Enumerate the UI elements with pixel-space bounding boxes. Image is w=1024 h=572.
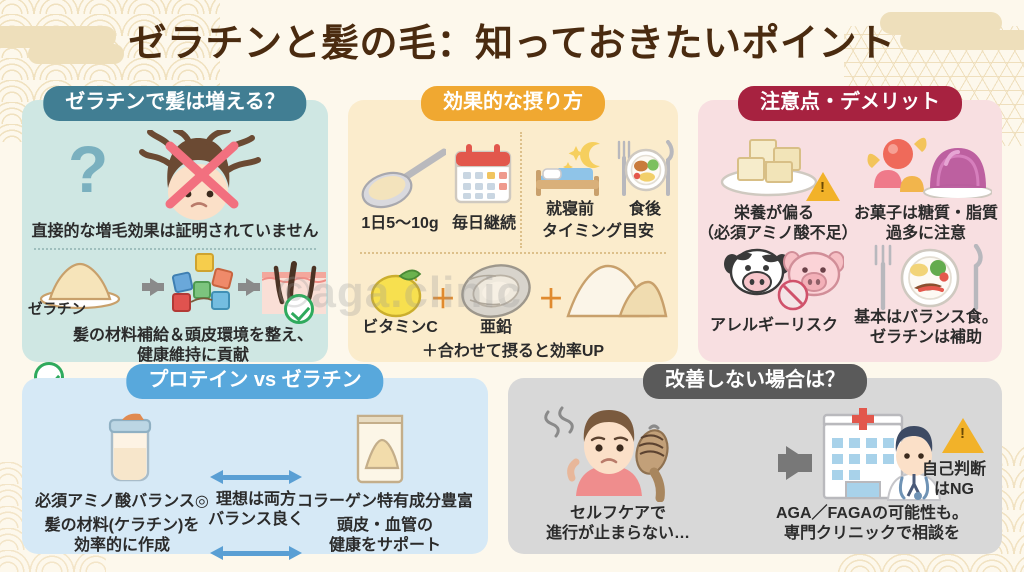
plate-fork-knife-icon (617, 140, 674, 196)
arrow-amino-to-scalp (234, 278, 260, 296)
card4-right-text: 頭皮・血管の 健康をサポート (282, 516, 488, 555)
card5-right-text: AGA／FAGAの可能性も。 専門クリニックで相談を (764, 504, 980, 543)
card2-divider (360, 252, 666, 254)
gelatin-pouch-icon (356, 414, 404, 484)
card2-combo-label-0: ビタミンC (362, 319, 438, 336)
candy-jelly-icon (867, 137, 992, 198)
card3-item0-line1: 栄養が偏る (733, 205, 814, 222)
card2-header: 効果的な摂り方 (421, 86, 605, 121)
card4-center-line1: 理想は両方 (215, 491, 296, 508)
card3-item-text-1: お菓子は糖質・脂質 過多に注意 (850, 204, 1002, 243)
card3-item3-line2: ゼラチンは補助 (869, 328, 982, 346)
card3-item3-line1: 基本はバランス食。 (854, 309, 998, 326)
card3-header: 注意点・デメリット (738, 86, 962, 121)
right-arrow-icon (752, 446, 812, 480)
card2-combo-label-1: 亜鉛 (479, 319, 512, 336)
question-mark-icon: ? (68, 134, 108, 206)
card3-item-text-3: 基本はバランス食。 ゼラチンは補助 (850, 308, 1002, 347)
card4-center-line2: バランス良く (208, 510, 304, 528)
card2-combo-note: ＋合わせて摂ると効率UP (421, 343, 605, 360)
card2-timing-note: タイミング目安 (541, 223, 654, 240)
card2-vertical-divider (520, 132, 522, 248)
calendar-icon (454, 144, 512, 204)
lemon-icon (370, 269, 422, 318)
card4-left-line1: 髪の材料(ケラチン)を (44, 517, 200, 534)
card2-meal-label: 食後 (628, 201, 661, 218)
messy-hair-crossed-out-icon (139, 130, 261, 220)
svg-text:?: ? (68, 134, 108, 206)
card5-badge-line2: はNG (933, 480, 974, 498)
card4-left-line2: 効率的に作成 (73, 536, 170, 554)
card4-right-headline: コラーゲン特有成分豊富 (296, 493, 473, 510)
card3-item-text-2: アレルギーリスク (698, 316, 850, 336)
card1-header: ゼラチンで髪は増える？ (43, 86, 307, 121)
card5-badge-text: 自己判断 はNG (912, 460, 996, 499)
card1-benefit-line2: 健康維持に貢献 (136, 346, 249, 364)
warning-triangle-icon-self-judgement (942, 418, 984, 453)
card2-bed-label: 就寝前 (545, 201, 594, 218)
card-when-no-improvement: 改善しない場合は？ (508, 364, 1002, 554)
card3-item2-line1: アレルギーリスク (709, 317, 838, 334)
balanced-meal-plate-icon (874, 244, 983, 311)
card4-right-line1: 頭皮・血管の (336, 517, 433, 534)
double-arrow-icon-bottom (210, 546, 302, 560)
protein-shaker-icon (108, 413, 152, 482)
card4-center-text: 理想は両方 バランス良く (198, 490, 314, 529)
amino-acid-blocks-icon (172, 253, 234, 312)
double-arrow-icon-top (210, 470, 302, 484)
card1-statement: 直接的な増毛効果は証明されていません (31, 223, 319, 240)
card1-benefit: 髪の材料補給＆頭皮環境を整え、 健康維持に貢献 (64, 326, 322, 365)
card3-item1-line1: お菓子は糖質・脂質 (853, 205, 998, 222)
card-cautions-demerits: 注意点・デメリット (698, 86, 1002, 362)
card-gelatin-hair-growth: ゼラチンで髪は増える？ ? 直接的な増毛効果は証明さ (22, 86, 328, 392)
card3-item-text-0: 栄養が偏る （必須アミノ酸不足） (698, 204, 858, 243)
card1-gelatin-label: ゼラチン (28, 302, 86, 318)
card1-benefit-line1: 髪の材料補給＆頭皮環境を整え、 (72, 327, 313, 344)
page-title: ゼラチンと髪の毛：知っておきたいポイント (128, 23, 896, 65)
arrow-gelatin-to-amino (128, 278, 164, 296)
card4-header: プロテイン vs ゼラチン (126, 364, 384, 399)
card5-right-line1: AGA／FAGAの可能性も。 (775, 505, 968, 522)
warning-triangle-icon-nutrition (806, 172, 840, 201)
card-protein-vs-gelatin: プロテイン vs ゼラチン 必須アミノ酸バランス◎ 髪の材料(ケラチン)を 効率… (22, 364, 488, 560)
card5-right-line2: 専門クリニックで相談を (783, 524, 960, 542)
plus-sign-1: ＋ (430, 284, 457, 314)
gelatin-powder-plate-icon (39, 262, 121, 310)
card2-item-label-0: 1日5〜10g (361, 215, 439, 232)
worried-person-brush-icon (544, 406, 669, 502)
card4-right-line2: 健康をサポート (328, 536, 441, 554)
card5-header: 改善しない場合は？ (643, 364, 867, 399)
card5-left-text: セルフケアで 進行が止まらない… (518, 504, 718, 543)
plus-sign-2: ＋ (538, 284, 565, 314)
gelatin-powder-pile-icon (566, 264, 668, 318)
spoon-powder-icon (361, 148, 446, 209)
no-allergen-icon (777, 279, 809, 311)
card5-badge-line1: 自己判断 (921, 461, 986, 478)
card-effective-intake: 効果的な摂り方 (348, 86, 678, 362)
bed-moon-icon (536, 142, 600, 196)
oyster-icon (461, 264, 531, 318)
card3-item1-line2: 過多に注意 (885, 224, 966, 242)
card5-left-line1: セルフケアで (569, 505, 666, 522)
card3-item0-line2: （必須アミノ酸不足） (698, 224, 858, 242)
cow-pig-allergy-icon (724, 248, 844, 297)
card5-left-line2: 進行が止まらない… (545, 524, 690, 542)
check-icon-scalp (284, 294, 314, 324)
card1-divider (34, 248, 316, 250)
card4-left-text: 髪の材料(ケラチン)を 効率的に作成 (22, 516, 222, 555)
card2-item-label-1: 毎日継続 (451, 215, 516, 232)
card4-left-headline: 必須アミノ酸バランス◎ (35, 493, 209, 510)
